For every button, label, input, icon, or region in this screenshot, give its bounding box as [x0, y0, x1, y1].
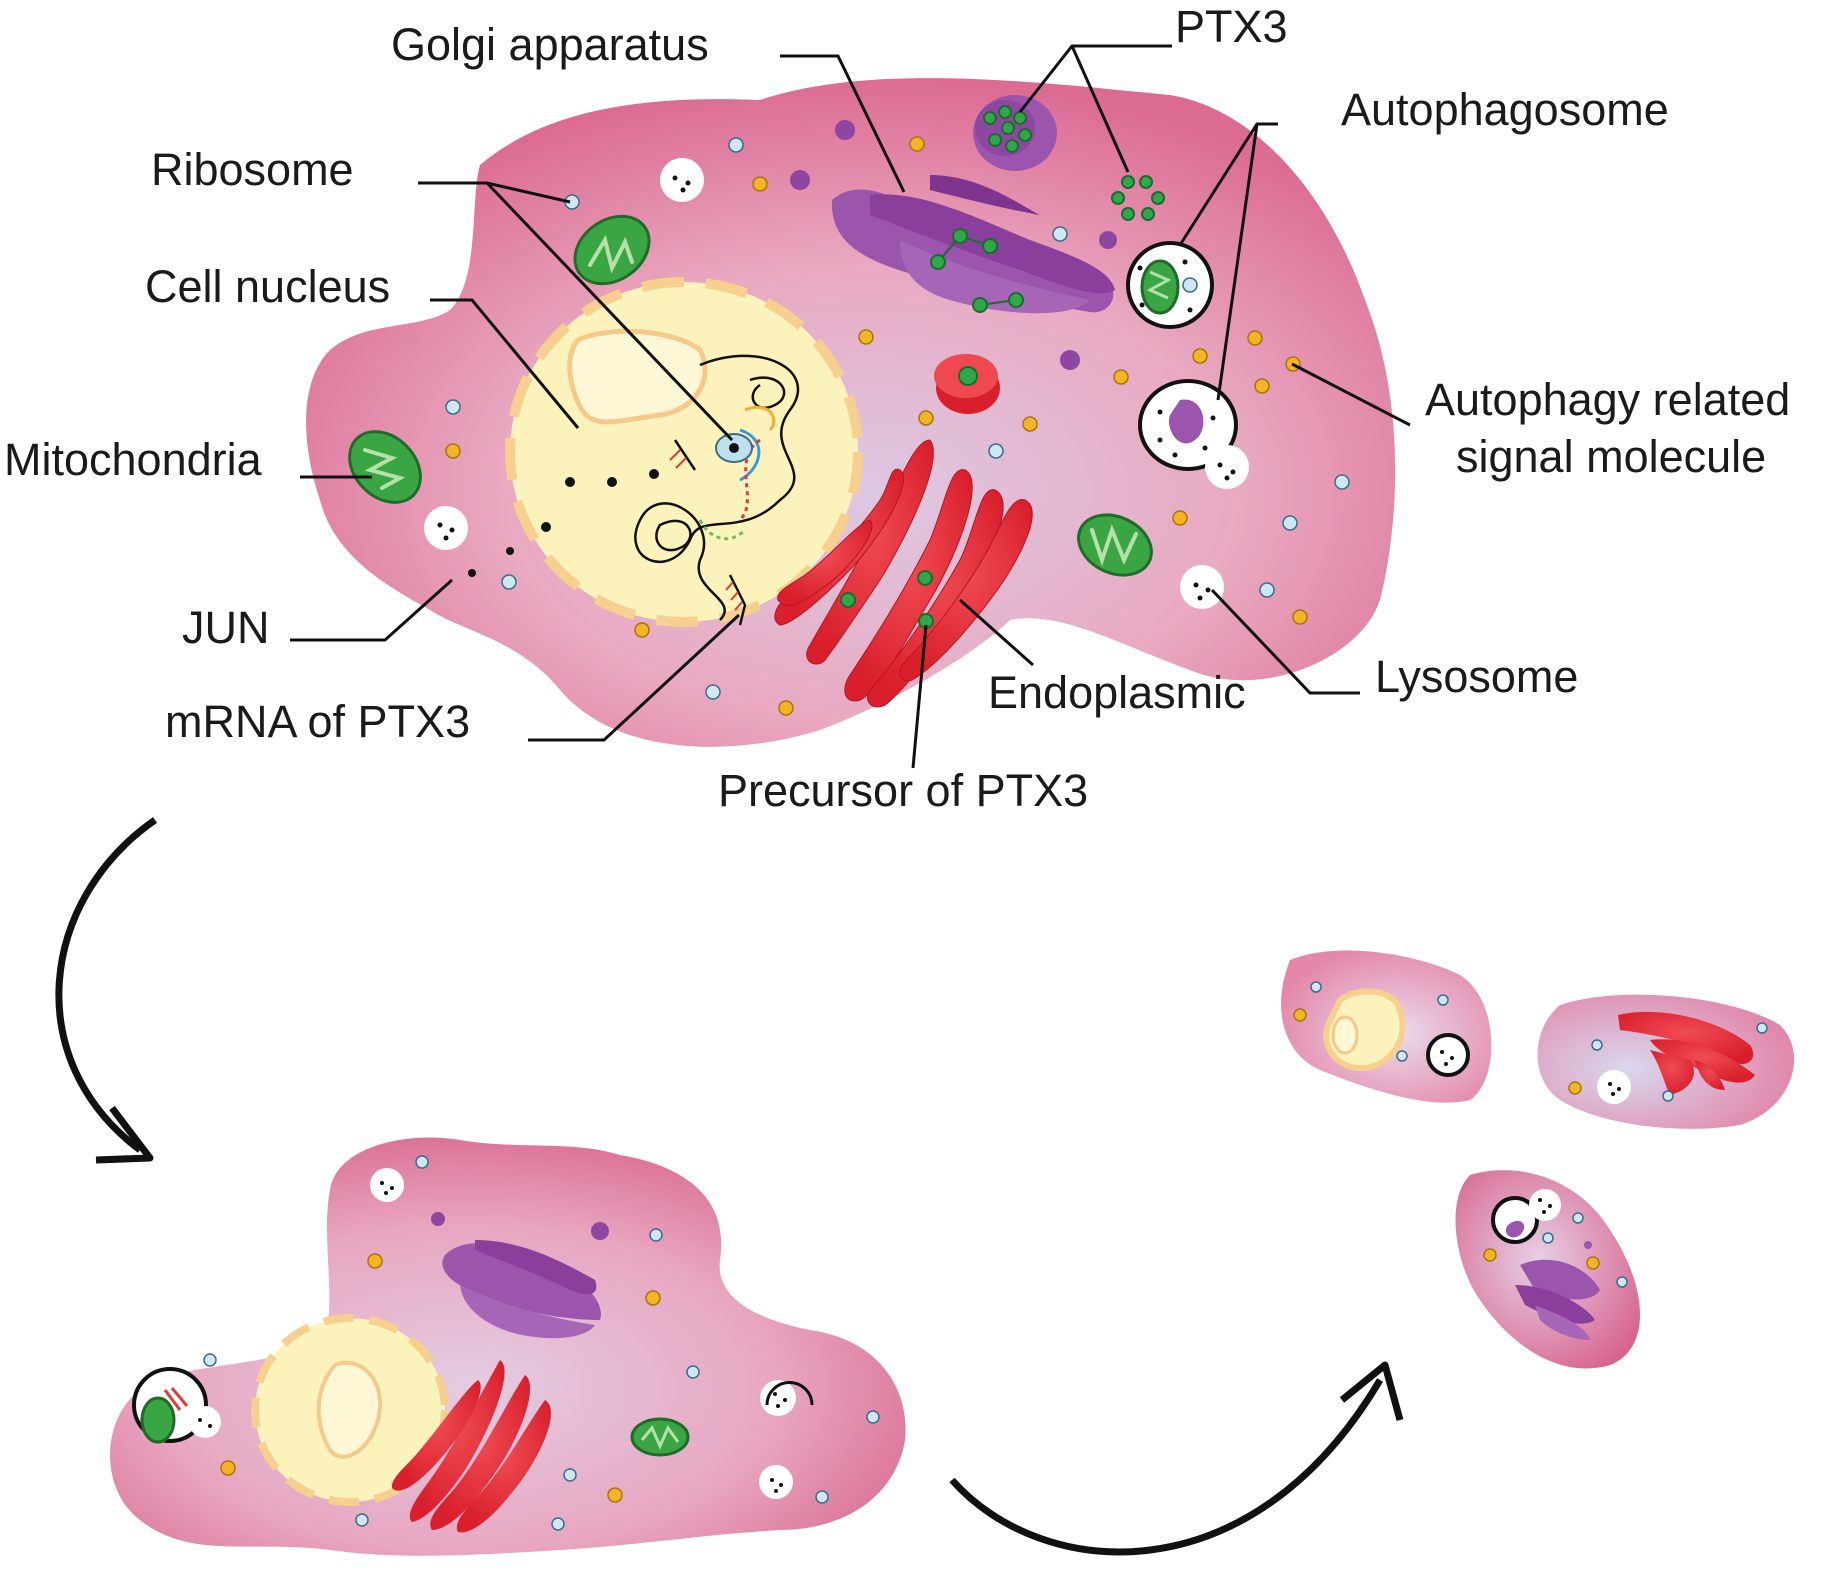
labels: Golgi apparatus PTX3 Autophagosome Ribos…: [4, 1, 1790, 816]
ptx3-vesicle: [973, 95, 1057, 171]
ptx3-in-golgi: [930, 228, 1024, 313]
label-ribosome: Ribosome: [151, 144, 354, 195]
apoptotic-body-2: [1537, 994, 1795, 1129]
lysosome: [1180, 565, 1224, 609]
label-autophagy-line1: Autophagy related: [1425, 374, 1790, 425]
mrna-strand: [728, 574, 747, 626]
nucleolus: [567, 328, 708, 425]
shrinking-lysosomes: [370, 1168, 814, 1499]
lysosome: [660, 158, 704, 202]
leader-lines: [290, 44, 1411, 769]
autophagosome-top: [1126, 241, 1214, 329]
endoplasmic-reticulum: [774, 439, 1033, 708]
shrinking-golgi: [431, 1212, 609, 1339]
dna-strand: [634, 354, 800, 621]
shrinking-er: [391, 1360, 551, 1533]
vesicle-red: [934, 354, 1000, 414]
label-cell-nucleus: Cell nucleus: [145, 261, 390, 312]
apoptotic-body-1: [1281, 950, 1492, 1103]
label-mitochondria: Mitochondria: [4, 434, 263, 485]
shrinking-cell: [110, 1137, 906, 1556]
label-golgi: Golgi apparatus: [391, 19, 709, 70]
label-endoplasmic: Endoplasmic: [988, 667, 1246, 718]
shrinking-signal-molecules: [220, 1253, 661, 1503]
jun-molecules: [468, 547, 514, 577]
main-cell: [306, 78, 1396, 747]
ptx3-secreted: [1111, 175, 1165, 221]
label-autophagosome: Autophagosome: [1341, 84, 1669, 135]
label-mrna: mRNA of PTX3: [165, 696, 470, 747]
shrinking-ribosomes: [203, 1155, 880, 1531]
autolysosome: [1138, 379, 1249, 489]
arrow-up-right: [949, 1361, 1404, 1556]
label-lysosome: Lysosome: [1375, 651, 1578, 702]
mitochondrion: [1077, 513, 1153, 577]
apoptotic-body-3: [1455, 1170, 1640, 1369]
arrow-down: [55, 817, 158, 1164]
shrinking-mitochondrion: [630, 1417, 690, 1457]
mitochondrion: [573, 214, 651, 286]
label-autophagy-line2: signal molecule: [1456, 431, 1766, 482]
shrinking-autophagosome: [132, 1367, 221, 1444]
label-ptx3: PTX3: [1175, 1, 1288, 52]
autophagy-signal-molecules: [445, 136, 1308, 716]
label-precursor: Precursor of PTX3: [718, 765, 1088, 816]
lysosome: [424, 506, 468, 550]
ptx3-in-er: [840, 570, 934, 629]
ribosomes: [445, 137, 1350, 700]
cell-nucleus: [505, 277, 863, 627]
mitochondrion: [348, 430, 422, 504]
golgi-apparatus: [790, 120, 1181, 461]
label-jun: JUN: [182, 602, 270, 653]
